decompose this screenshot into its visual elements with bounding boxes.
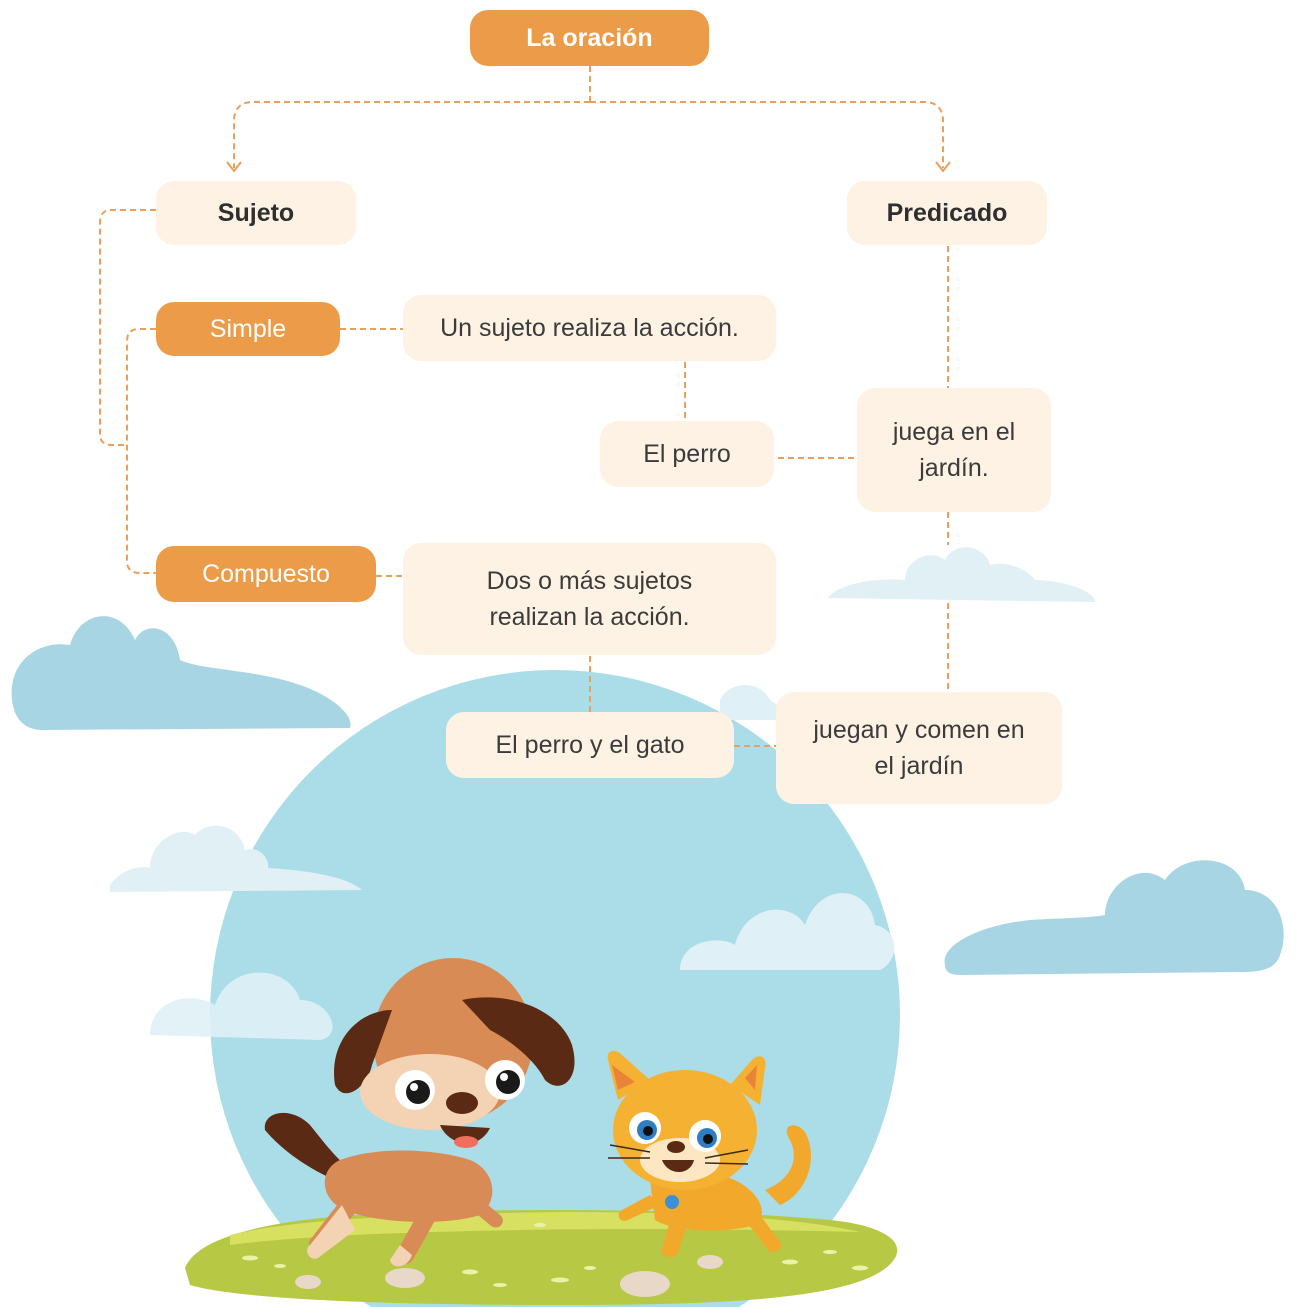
- arrow-icons: [226, 161, 951, 173]
- subject-node: Sujeto: [156, 181, 356, 245]
- compound-subject-label: Compuesto: [202, 559, 330, 588]
- subject-label: Sujeto: [217, 198, 295, 227]
- dog-icon: [264, 958, 575, 1267]
- compound-example-text: El perro y el gato: [495, 730, 685, 759]
- simple-example-node: El perro: [600, 421, 774, 487]
- connector-lines: [99, 66, 949, 747]
- cat-icon: [607, 1050, 811, 1258]
- root-label: La oración: [526, 23, 653, 52]
- predicate-simple-example-text: juega en el jardín.: [892, 417, 1016, 482]
- compound-definition-text: Dos o más sujetos realizan la acción.: [486, 566, 693, 631]
- simple-subject-label: Simple: [209, 314, 287, 343]
- predicate-node: Predicado: [847, 181, 1047, 245]
- predicate-compound-example-node: juegan y comen en el jardín: [776, 692, 1062, 804]
- compound-example-node: El perro y el gato: [446, 712, 734, 778]
- cloud-icon: [11, 616, 1284, 975]
- root-node: La oración: [470, 10, 709, 66]
- simple-example-text: El perro: [643, 439, 731, 468]
- grass-icon: [185, 1210, 898, 1305]
- simple-definition-node: Un sujeto realiza la acción.: [403, 295, 776, 361]
- compound-subject-node: Compuesto: [156, 546, 376, 602]
- predicate-compound-example-text: juegan y comen en el jardín: [813, 715, 1025, 780]
- simple-definition-text: Un sujeto realiza la acción.: [440, 313, 739, 342]
- predicate-label: Predicado: [886, 198, 1008, 227]
- predicate-simple-example-node: juega en el jardín.: [857, 388, 1051, 512]
- compound-definition-node: Dos o más sujetos realizan la acción.: [403, 543, 776, 655]
- simple-subject-node: Simple: [156, 302, 340, 356]
- cloud-icon: [110, 547, 1095, 892]
